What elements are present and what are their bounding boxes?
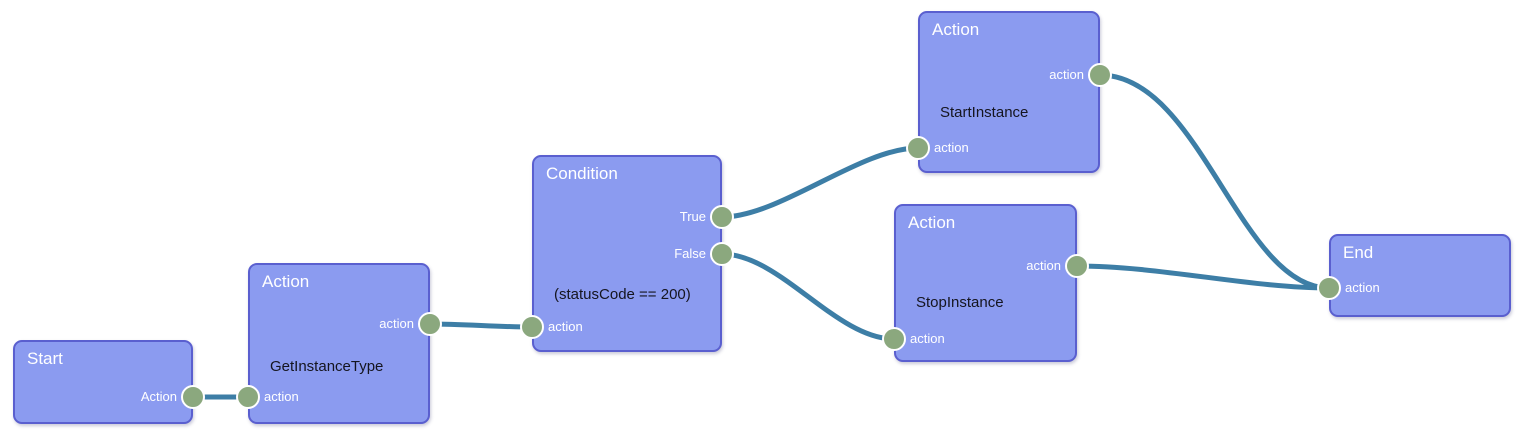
node-title-stop-instance: Action: [908, 213, 956, 232]
port-label-git-out: action: [379, 316, 414, 331]
port-end-in[interactable]: [1317, 276, 1341, 300]
link-git-out-to-cond-in[interactable]: [427, 321, 535, 330]
link-si-out-to-end-in[interactable]: [1097, 72, 1332, 291]
port-git-in[interactable]: [236, 385, 260, 409]
port-label-cond-true: True: [679, 209, 706, 224]
node-title-start-instance: Action: [932, 20, 980, 39]
node-body-stop-instance: StopInstance: [916, 294, 1004, 311]
node-title-get-instance-type: Action: [262, 272, 310, 291]
port-cond-false[interactable]: [710, 242, 734, 266]
node-body-condition: (statusCode == 200): [554, 286, 691, 303]
port-label-si-out: action: [1049, 67, 1084, 82]
port-git-out[interactable]: [418, 312, 442, 336]
link-cond-true-to-si-in[interactable]: [719, 145, 921, 220]
node-condition[interactable]: Condition (statusCode == 200): [532, 155, 722, 352]
port-label-cond-in: action: [548, 319, 583, 334]
port-cond-in[interactable]: [520, 315, 544, 339]
node-body-start-instance: StartInstance: [940, 104, 1029, 121]
link-cond-false-to-sti-in[interactable]: [719, 251, 897, 342]
node-title-condition: Condition: [546, 164, 618, 183]
node-title-start: Start: [27, 349, 63, 368]
port-label-cond-false: False: [674, 246, 706, 261]
port-cond-true[interactable]: [710, 205, 734, 229]
node-title-end: End: [1343, 243, 1374, 262]
node-start[interactable]: Start: [13, 340, 193, 424]
port-sti-in[interactable]: [882, 327, 906, 351]
link-sti-out-to-end-in[interactable]: [1074, 263, 1332, 291]
port-sti-out[interactable]: [1065, 254, 1089, 278]
port-label-sti-out: action: [1026, 258, 1061, 273]
port-si-out[interactable]: [1088, 63, 1112, 87]
node-body-get-instance-type: GetInstanceType: [270, 358, 384, 375]
port-label-sti-in: action: [910, 331, 945, 346]
port-label-start-out: Action: [140, 389, 177, 404]
port-label-end-in: action: [1345, 280, 1380, 295]
port-label-git-in: action: [264, 389, 299, 404]
node-end[interactable]: End: [1329, 234, 1511, 317]
port-label-si-in: action: [934, 140, 969, 155]
port-start-out[interactable]: [181, 385, 205, 409]
port-si-in[interactable]: [906, 136, 930, 160]
